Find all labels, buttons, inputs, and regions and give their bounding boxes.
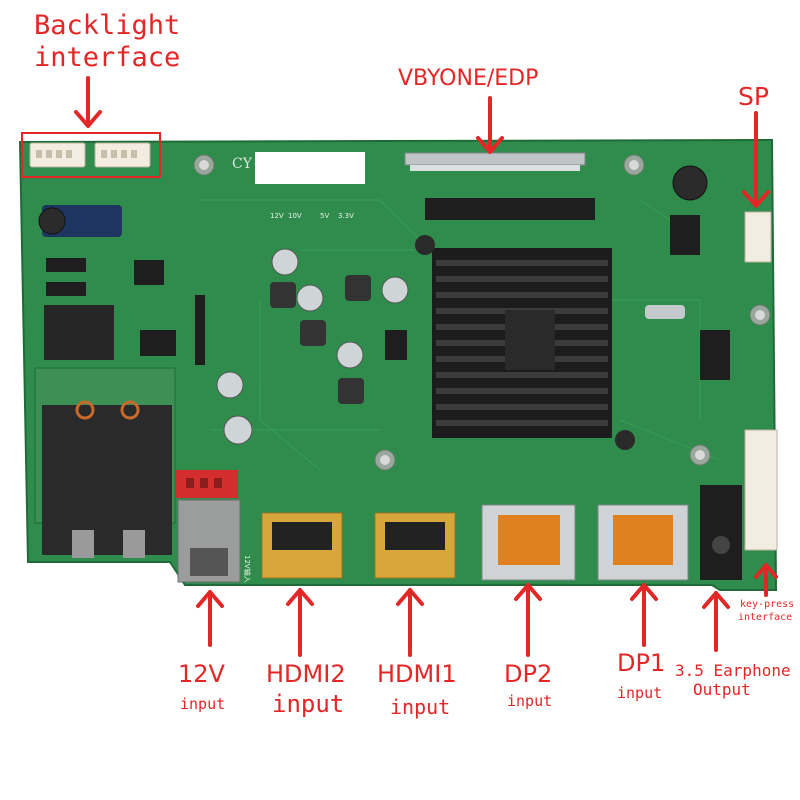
earphone-label-line2: Output [693,680,751,699]
keypress-label-line2: interface [738,612,793,623]
hdmi1-label: HDMI1 [377,660,457,688]
board-model-text: CY [232,156,253,172]
capacitors [216,165,708,445]
hdmi2-sub-label: input [272,690,345,718]
sp-label: SP [738,82,769,111]
keypress-label-line1: key-press [740,599,795,610]
jumper-label-5v: 5V [320,212,329,220]
dp1-label: DP1 [617,649,666,677]
dp2-sub-label: input [507,692,553,710]
arrow-dp1 [630,583,658,647]
arrow-12v [196,590,224,647]
arrows [74,76,778,657]
12v-sub-label: input [180,695,226,713]
jumper-label-3v3: 3.3V [338,212,354,220]
earphone-jack [700,485,742,580]
keypress-connector [744,429,778,551]
vbyone-edp-label: VBYONE/EDP [398,66,539,91]
chips [140,215,730,380]
dp1-sub-label: input [617,684,663,702]
arrow-keypress [754,563,778,597]
arrow-vbyone [476,96,504,154]
sp-connector [744,211,772,263]
backlight-highlight-box [21,132,161,178]
arrow-backlight [74,76,102,128]
hdmi1-port [374,512,456,579]
backlight-label-line2: interface [34,42,181,73]
dp2-port [481,504,576,581]
hdmi2-label: HDMI2 [266,660,346,688]
backlight-connectors [29,142,151,168]
12v-label: 12V [178,660,225,688]
pin-header [425,198,595,220]
power-section [34,205,176,558]
hdmi2-port [261,512,343,579]
arrow-hdmi1 [396,588,424,657]
arrow-dp2 [514,583,542,657]
arrow-hdmi2 [286,588,314,657]
dp1-port [597,504,689,581]
vbyone-edp-connector [404,152,586,171]
earphone-label-line1: 3.5 Earphone [675,661,791,680]
voltage-mark: 12V输入 [243,555,252,583]
label-sticker [255,152,365,184]
arrow-earphone [702,591,730,652]
heatsink [415,235,635,450]
jumper-label-12v: 12V [270,212,284,220]
power-jack [176,470,241,583]
dp2-label: DP2 [504,660,553,688]
jumper-label-10v: 10V [288,212,302,220]
arrow-sp [742,111,770,208]
backlight-label-line1: Backlight [34,10,181,41]
hdmi1-sub-label: input [390,695,451,719]
inductors [270,275,371,404]
